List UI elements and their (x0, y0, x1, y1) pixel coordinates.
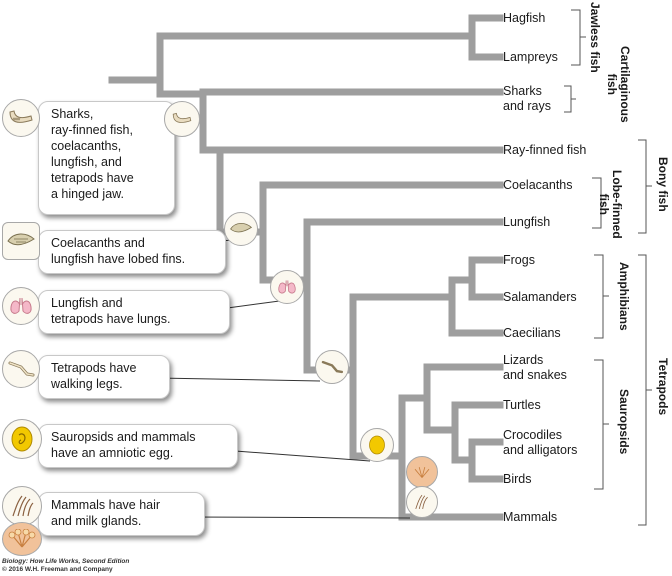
bracket-sauropsids (594, 359, 609, 490)
taxon-crocodiles-line1: Crocodiles (503, 428, 563, 442)
trait-hair-line1: Mammals have hair (51, 498, 161, 512)
lungs-icon (2, 287, 40, 325)
jaw-node-icon (164, 101, 200, 137)
group-lobe-finned-line2: fish (597, 193, 611, 215)
taxon-lampreys: Lampreys (503, 50, 558, 64)
lungs-node-icon (270, 270, 304, 304)
trait-box-amniotic-egg: Sauropsids and mammals have an amniotic … (38, 424, 238, 468)
hair-node-icon (406, 486, 438, 518)
group-cartilaginous-line2: fish (605, 73, 619, 96)
trait-jaw-line5: tetrapods have (51, 171, 134, 185)
jaw-icon (2, 99, 40, 137)
amniotic-egg-node-icon (360, 428, 394, 462)
trait-egg-line1: Sauropsids and mammals (51, 430, 196, 444)
group-cartilaginous-fish: Cartilaginous fish (605, 46, 632, 123)
group-amphibians: Amphibians (617, 262, 631, 331)
group-cartilaginous-line1: Cartilaginous (618, 46, 632, 123)
trait-legs-line1: Tetrapods have (51, 361, 137, 375)
walking-leg-node-icon (315, 350, 349, 384)
trait-egg-line2: have an amniotic egg. (51, 446, 174, 460)
credit-line1: Biology: How Life Works, Second Edition (2, 558, 130, 565)
trait-fins-line2: lungfish have lobed fins. (51, 252, 186, 266)
group-tetrapods: Tetrapods (656, 358, 670, 416)
taxon-coelacanths: Coelacanths (503, 178, 573, 192)
bracket-lobe-finned (592, 177, 606, 229)
trait-box-lobed-fins: Coelacanths and lungfish have lobed fins… (38, 230, 226, 274)
taxon-mammals: Mammals (503, 510, 558, 524)
trait-jaw-line2: ray-finned fish, (51, 123, 133, 137)
taxon-lizards-and-snakes: Lizards and snakes (503, 353, 567, 383)
credit-text: Biology: How Life Works, Second Edition … (2, 558, 129, 574)
group-sauropsids: Sauropsids (617, 389, 631, 455)
taxon-sharks-line2: and rays (503, 99, 551, 113)
taxon-lizards-line1: Lizards (503, 353, 544, 367)
taxon-sharks-and-rays: Sharks and rays (503, 84, 551, 114)
trait-lungs-line2: tetrapods have lungs. (51, 312, 171, 326)
trait-box-legs: Tetrapods have walking legs. (38, 355, 170, 399)
taxon-frogs: Frogs (503, 253, 535, 267)
trait-jaw-line3: coelacanths, (51, 139, 122, 153)
taxon-turtles: Turtles (503, 398, 541, 412)
leader-legs (156, 377, 321, 382)
walking-leg-icon (2, 350, 40, 388)
milk-gland-node-icon (406, 456, 438, 488)
trait-jaw-line6: a hinged jaw. (51, 187, 124, 201)
group-lobe-finned-fish: Lobe-finned fish (597, 170, 624, 239)
bracket-amphibians (594, 254, 609, 339)
trait-jaw-line4: lungfish, and (51, 155, 122, 169)
group-jawless-fish: Jawless fish (588, 2, 602, 73)
group-lobe-finned-line1: Lobe-finned (610, 170, 624, 239)
taxon-caecilians: Caecilians (503, 326, 561, 340)
bracket-tetrapods (638, 254, 652, 526)
trait-fins-line1: Coelacanths and (51, 236, 145, 250)
lobed-fin-icon (2, 222, 40, 260)
taxon-salamanders: Salamanders (503, 290, 577, 304)
hair-icon (2, 486, 42, 526)
credit-line2: © 2016 W.H. Freeman and Company (2, 566, 113, 573)
taxon-lungfish: Lungfish (503, 215, 551, 229)
bracket-jawless (571, 9, 586, 66)
taxon-birds: Birds (503, 472, 532, 486)
taxon-sharks-line1: Sharks (503, 84, 542, 98)
trait-hair-line2: and milk glands. (51, 514, 142, 528)
taxon-crocodiles-and-alligators: Crocodiles and alligators (503, 428, 577, 458)
trait-box-jaw: Sharks, ray-finned fish, coelacanths, lu… (38, 101, 175, 215)
leader-hair (186, 516, 411, 519)
bracket-bony (638, 139, 652, 234)
trait-legs-line2: walking legs. (51, 377, 123, 391)
group-bony-fish: Bony fish (656, 157, 670, 212)
trait-jaw-line1: Sharks, (51, 107, 94, 121)
leader-egg (221, 449, 371, 462)
trait-box-lungs: Lungfish and tetrapods have lungs. (38, 290, 230, 334)
trait-box-hair-milk: Mammals have hair and milk glands. (38, 492, 205, 536)
milk-gland-icon (2, 522, 42, 556)
taxon-hagfish: Hagfish (503, 11, 546, 25)
lobed-fin-node-icon (224, 212, 258, 246)
trait-lungs-line1: Lungfish and (51, 296, 123, 310)
amniotic-egg-icon (2, 419, 42, 459)
leader-lungs (219, 299, 288, 310)
bracket-cartilaginous (564, 85, 576, 113)
taxon-ray-finned-fish: Ray-finned fish (503, 143, 587, 157)
taxon-lizards-line2: and snakes (503, 368, 567, 382)
taxon-crocodiles-line2: and alligators (503, 443, 578, 457)
